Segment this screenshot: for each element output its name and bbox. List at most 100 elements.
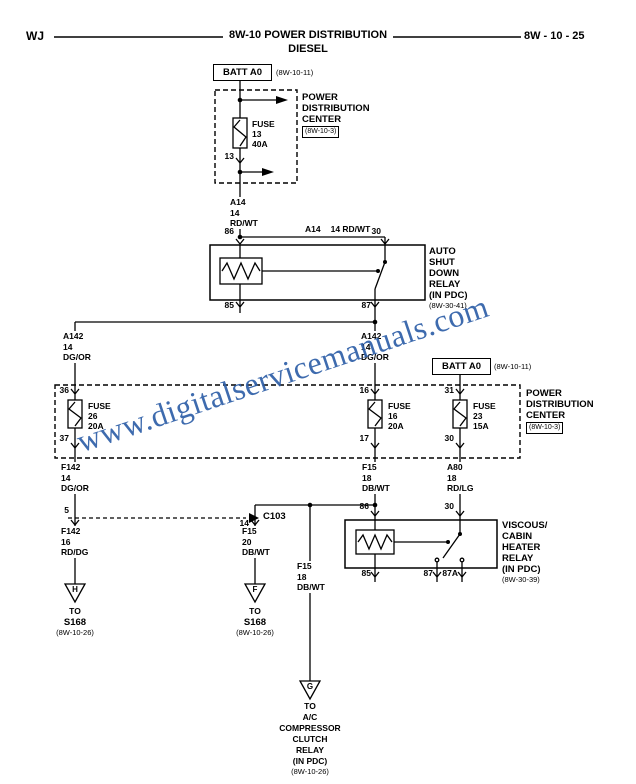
- wire-code: F142: [61, 462, 81, 472]
- wire-gauge: 16: [61, 536, 71, 547]
- junction-dot: [237, 234, 243, 240]
- wire-gauge: 18: [362, 472, 372, 483]
- bus-arrow-icon: [262, 168, 274, 176]
- pdc1-label-line: CENTER: [302, 114, 342, 125]
- wire-code: F15: [242, 526, 257, 536]
- pdc2-label-line: CENTER: [526, 410, 566, 421]
- wire-color: DB/WT: [362, 483, 390, 493]
- asd-relay-label-line: SHUT: [429, 257, 455, 268]
- fuse16-label: FUSE 16 20A: [388, 401, 411, 431]
- wire-color: RD/WT: [230, 218, 258, 228]
- destination-splice: S168: [63, 617, 87, 628]
- asd-pin-87: 87: [361, 300, 371, 310]
- wire-code: F15: [362, 462, 377, 472]
- viscous-relay-page-ref: (8W-30-39): [502, 575, 540, 584]
- fuse-name: FUSE: [88, 401, 111, 411]
- asd-relay-label: AUTO SHUT DOWN RELAY (IN PDC) (8W-30-41): [429, 246, 468, 311]
- to-text: TO: [69, 606, 81, 616]
- wire-code: A14: [230, 197, 246, 207]
- wire-code: F142: [61, 526, 81, 536]
- c103-connector-symbol: [68, 513, 260, 527]
- fuse23-label: FUSE 23 15A: [473, 401, 496, 431]
- fuse16-pin-in: 16: [359, 385, 369, 395]
- pdc2-dashed-box: [54, 384, 521, 459]
- wire-gauge: 14: [230, 207, 240, 218]
- asd-relay-label-line: DOWN: [429, 268, 460, 279]
- connector-chevron-icon: [432, 571, 442, 579]
- offpage-letter-h: H: [72, 585, 78, 594]
- pdc1-label-line: POWER: [302, 92, 338, 103]
- offpage-triangle-icons: [63, 583, 322, 701]
- connector-chevron-icon: [370, 301, 380, 309]
- pdc2-label-line: DISTRIBUTION: [526, 399, 594, 410]
- viscous-relay-label: VISCOUS/ CABIN HEATER RELAY (IN PDC) (8W…: [502, 520, 547, 585]
- wire-gauge: 18: [297, 571, 307, 582]
- connector-chevron-icon: [370, 388, 380, 396]
- fuse23-pin-out: 30: [444, 433, 454, 443]
- destination-line: COMPRESSOR: [279, 723, 341, 733]
- destination-line: CLUTCH: [292, 734, 328, 744]
- fuse23-pin-in: 31: [444, 385, 454, 395]
- offpage-g-destination: TO A/C COMPRESSOR CLUTCH RELAY (IN PDC) …: [256, 701, 364, 777]
- fuse-number: 23: [473, 411, 483, 421]
- offpage-letter-f: F: [252, 585, 258, 594]
- wire-code: A80: [447, 462, 463, 472]
- viscous-relay-label-line: VISCOUS/: [502, 520, 548, 531]
- offpage-letter-g: G: [306, 682, 314, 691]
- connector-chevron-icon: [380, 238, 390, 246]
- junction-dot: [237, 97, 243, 103]
- fuse26-pin-out: 37: [59, 433, 69, 443]
- viscous-relay-label-line: (IN PDC): [502, 564, 541, 575]
- viscous-pin-85: 85: [361, 568, 371, 578]
- c103-pin-14: 14: [239, 518, 249, 528]
- fuse-rating: 15A: [473, 421, 489, 431]
- destination-line: A/C: [302, 712, 318, 722]
- wire-label-f15-ac-branch: F15 18 DB/WT: [296, 561, 326, 593]
- fuse-13-symbol: [232, 117, 248, 149]
- wire-gauge: 20: [242, 536, 252, 547]
- wire-label-a14-horizontal: A14 14 RD/WT: [303, 224, 373, 234]
- batt1-page-ref: (8W-10-11): [276, 68, 314, 77]
- wire-gauge: 14: [361, 341, 371, 352]
- batt-a0-box-2: BATT A0: [432, 358, 491, 375]
- asd-relay-label-line: AUTO: [429, 246, 456, 257]
- destination-splice: S168: [243, 617, 267, 628]
- destination-page-ref: (8W-10-26): [56, 628, 94, 637]
- fuse-number: 16: [388, 411, 398, 421]
- offpage-triangle-g-icon: [298, 680, 322, 701]
- fuse-number: 26: [88, 411, 98, 421]
- asd-relay-symbol: [209, 238, 426, 322]
- wire-label-a142-left: A142 14 DG/OR: [62, 331, 92, 363]
- pdc2-page-ref: (8W-10-3): [526, 422, 564, 434]
- wire-label-f15-lower: F15 20 DB/WT: [241, 526, 271, 558]
- relay-switch-arm-icon: [442, 533, 461, 559]
- to-text: TO: [304, 701, 316, 711]
- asd-pin-85: 85: [224, 300, 234, 310]
- wire-label-a14: A14 14 RD/WT: [229, 197, 259, 229]
- fuse-number: 13: [252, 129, 262, 139]
- offpage-f-destination: TO S168 (8W-10-26): [210, 606, 300, 638]
- connector-chevron-icon: [70, 388, 80, 396]
- pdc2-label-line: POWER: [526, 388, 562, 399]
- fuse-name: FUSE: [388, 401, 411, 411]
- viscous-relay-symbol: [344, 510, 498, 582]
- wire-color: RD/LG: [447, 483, 474, 493]
- fuse-name: FUSE: [473, 401, 496, 411]
- page-model-code: WJ: [26, 29, 44, 43]
- wire-gauge: 14: [63, 341, 73, 352]
- wire-color: DB/WT: [242, 547, 270, 557]
- connector-chevron-icon: [370, 510, 380, 518]
- connector-chevron-icon: [455, 510, 465, 518]
- asd-relay-label-line: (IN PDC): [429, 290, 468, 301]
- connector-chevron-icon: [235, 301, 245, 309]
- bus-arrow-icon: [276, 96, 288, 104]
- wire-code: F15: [297, 561, 312, 571]
- wire-color: RD/DG: [61, 547, 89, 557]
- wire-spec: 14 RD/WT: [330, 224, 371, 234]
- offpage-triangle-f-icon: [243, 583, 267, 604]
- destination-line: RELAY: [295, 745, 325, 755]
- connector-chevron-icon: [235, 157, 245, 165]
- wire-color: DB/WT: [297, 582, 325, 592]
- connector-chevron-icon: [235, 238, 245, 246]
- destination-page-ref: (8W-10-26): [291, 767, 329, 776]
